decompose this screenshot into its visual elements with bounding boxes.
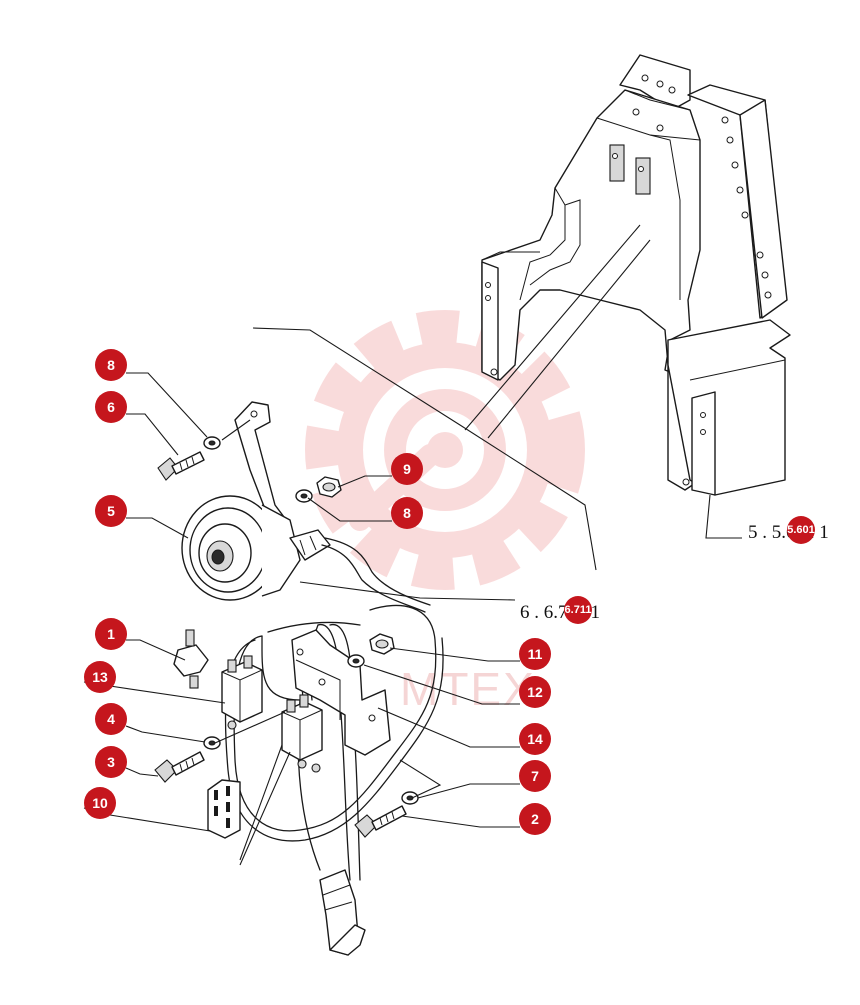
callout-14[interactable]: 14 [519,723,551,755]
guide-line-bolt-3 [214,711,286,744]
callout-11[interactable]: 11 [519,638,551,670]
callout-label: 2 [531,811,539,827]
cable-route-leader [252,327,597,571]
frame-reference-badge-label: 5.601 [787,524,815,536]
callout-label: 11 [528,646,543,662]
bolt-6 [157,451,205,481]
relay-bracket-assembly [173,604,444,956]
callout-4[interactable]: 4 [95,703,127,735]
horn-assembly [181,401,431,613]
cable-reference-leader [299,581,516,601]
watermark-text: MTEX [400,663,536,715]
callout-label: 14 [527,731,543,747]
guide-line-bolt-6 [221,419,251,441]
callout-badges: 8 6 9 8 5 1 13 4 [84,349,551,835]
bolt-3 [154,751,205,783]
callout-7[interactable]: 7 [519,760,551,792]
guide-line-block-10 [239,744,291,866]
callout-2[interactable]: 2 [519,803,551,835]
watermark-gear-logo [305,310,585,590]
callout-label: 4 [107,711,115,727]
callout-label: 12 [527,684,543,700]
callout-9[interactable]: 9 [391,453,423,485]
callout-label: 8 [403,505,411,521]
callout-5[interactable]: 5 [95,495,127,527]
callout-label: 10 [92,795,108,811]
cable-reference-badge [564,596,592,624]
cable-reference-badge-label: 6.711 [565,604,592,616]
callout-13[interactable]: 13 [84,661,116,693]
callout-label: 3 [107,754,115,770]
callout-label: 7 [531,768,539,784]
callout-label: 6 [107,399,115,415]
frame-mount-leader [464,224,651,439]
callout-8-lower[interactable]: 8 [391,497,423,529]
bolt-2 [354,805,407,838]
guide-line-bolt-2 [399,759,442,799]
callout-1[interactable]: 1 [95,618,127,650]
callout-12[interactable]: 12 [519,676,551,708]
frame-reference-badge [787,516,815,544]
callout-label: 1 [107,626,115,642]
callout-3[interactable]: 3 [95,746,127,778]
chassis-frame [481,54,791,496]
callout-10[interactable]: 10 [84,787,116,819]
callout-label: 9 [403,461,411,477]
callout-label: 13 [92,669,108,685]
callout-6[interactable]: 6 [95,391,127,423]
callout-label: 8 [107,357,115,373]
callout-label: 5 [107,503,115,519]
callout-8-upper[interactable]: 8 [95,349,127,381]
frame-reference-leader [705,494,742,539]
